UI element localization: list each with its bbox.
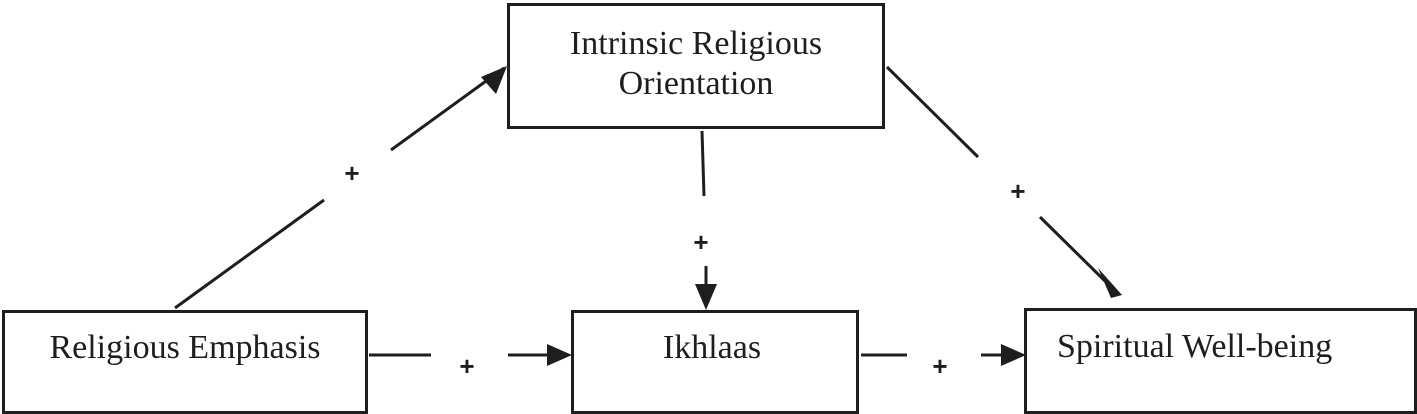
node-religious-emphasis-label: Religious Emphasis	[49, 329, 321, 366]
edge-iro-to-sw-segment-2	[1038, 215, 1107, 283]
node-label-line-2: Orientation	[618, 65, 774, 102]
node-ikhlaas-label: Ikhlaas	[662, 329, 762, 366]
node-spiritual-well-being: Spiritual Well-being	[1024, 308, 1417, 414]
node-intrinsic-religious-orientation: Intrinsic Religious Orientation	[507, 3, 885, 129]
edge-sign-re-to-iro: +	[344, 158, 360, 188]
edge-sign-iro-to-ik: +	[693, 227, 709, 257]
node-ikhlaas: Ikhlaas	[571, 310, 859, 414]
edge-iro-to-ik-arrowhead	[695, 284, 717, 310]
edge-sign-ik-to-sw: +	[932, 351, 948, 381]
node-label-line-1: Intrinsic Religious	[569, 25, 823, 62]
node-religious-emphasis: Religious Emphasis	[2, 310, 368, 414]
edge-re-to-iro-segment-1	[174, 198, 325, 310]
edge-iro-to-sw-arrowhead	[1098, 268, 1122, 298]
edge-re-to-ik-arrowhead	[547, 344, 572, 366]
edge-re-to-iro-arrowhead	[481, 66, 507, 94]
node-intrinsic-religious-orientation-label: Intrinsic Religious Orientation	[570, 24, 822, 108]
edge-sign-iro-to-sw: +	[1010, 176, 1026, 206]
node-spiritual-well-being-label: Spiritual Well-being	[1057, 328, 1333, 365]
edge-iro-to-ik-segment-1	[700, 130, 706, 197]
edge-ik-to-sw-arrowhead	[1001, 344, 1026, 366]
edge-iro-to-sw-segment-1	[885, 65, 980, 159]
edge-sign-re-to-ik: +	[459, 351, 475, 381]
